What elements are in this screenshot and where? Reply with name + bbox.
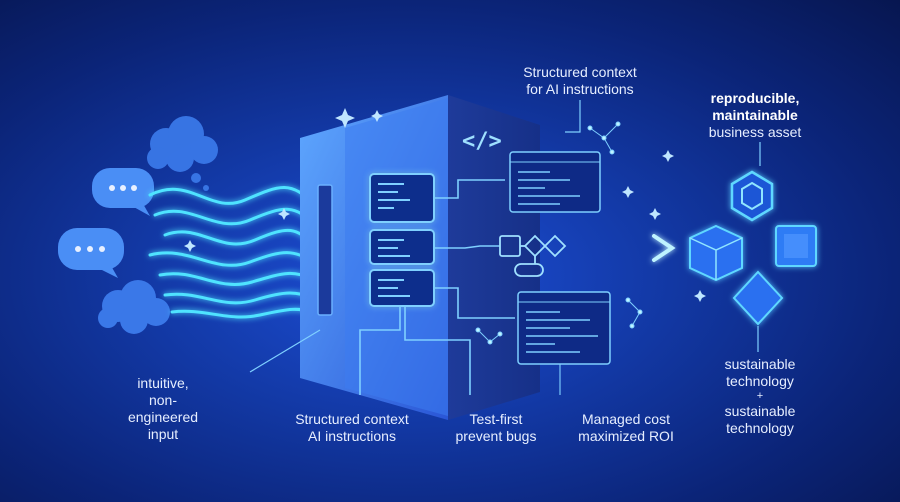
test-first-label: Test-first prevent bugs xyxy=(446,411,546,445)
asset-line: business asset xyxy=(708,124,802,140)
input-label-line: non- xyxy=(148,392,178,408)
sustain-line: technology xyxy=(726,420,794,436)
input-label-line: intuitive, xyxy=(137,375,189,391)
test-line: Test-first xyxy=(469,411,523,427)
diamond-icon xyxy=(732,270,784,326)
input-label-line: input xyxy=(147,426,179,442)
asset-label: reproducible, maintainable business asse… xyxy=(690,90,820,141)
constellation xyxy=(475,121,643,345)
context-top-line: for AI instructions xyxy=(526,81,634,97)
instruction-module xyxy=(369,173,435,223)
output-arrows xyxy=(578,228,676,268)
context-top-line: Structured context xyxy=(523,64,637,80)
instruction-module xyxy=(369,269,435,307)
speech-bubble-icon xyxy=(92,168,154,216)
code-tag-icon: </> xyxy=(462,129,502,154)
label-leaders xyxy=(249,100,761,373)
sustain-line: sustainable xyxy=(724,356,796,372)
structured-line: AI instructions xyxy=(308,428,396,444)
input-waves xyxy=(148,186,317,319)
hexagon-icon xyxy=(730,170,774,222)
structured-context-label: Structured context AI instructions xyxy=(282,411,422,445)
structured-line: Structured context xyxy=(295,411,409,427)
context-top-label: Structured context for AI instructions xyxy=(500,64,660,98)
thought-bubble-icon xyxy=(147,116,218,191)
flowchart xyxy=(499,234,567,277)
sparkle-icon xyxy=(184,108,706,302)
sustain-line: sustainable xyxy=(724,403,796,419)
speech-bubble-icon xyxy=(58,228,124,278)
instruction-module xyxy=(369,229,435,265)
cube-icon xyxy=(689,224,743,282)
test-line: prevent bugs xyxy=(455,428,537,444)
sustain-plus: + xyxy=(756,390,764,402)
asset-bold-line: reproducible, xyxy=(710,90,800,106)
code-window xyxy=(509,151,601,213)
managed-cost-label: Managed cost maximized ROI xyxy=(566,411,686,445)
code-window xyxy=(517,291,611,365)
input-label: intuitive, non- engineered input xyxy=(118,375,208,443)
sustainable-label: sustainable technology + sustainable tec… xyxy=(700,356,820,437)
thought-bubble-icon xyxy=(98,280,170,334)
cost-line: Managed cost xyxy=(582,411,670,427)
sustain-line: technology xyxy=(726,373,794,389)
asset-bold-line: maintainable xyxy=(712,107,798,123)
cost-line: maximized ROI xyxy=(578,428,674,444)
square-icon xyxy=(775,225,817,267)
input-label-line: engineered xyxy=(127,409,199,425)
